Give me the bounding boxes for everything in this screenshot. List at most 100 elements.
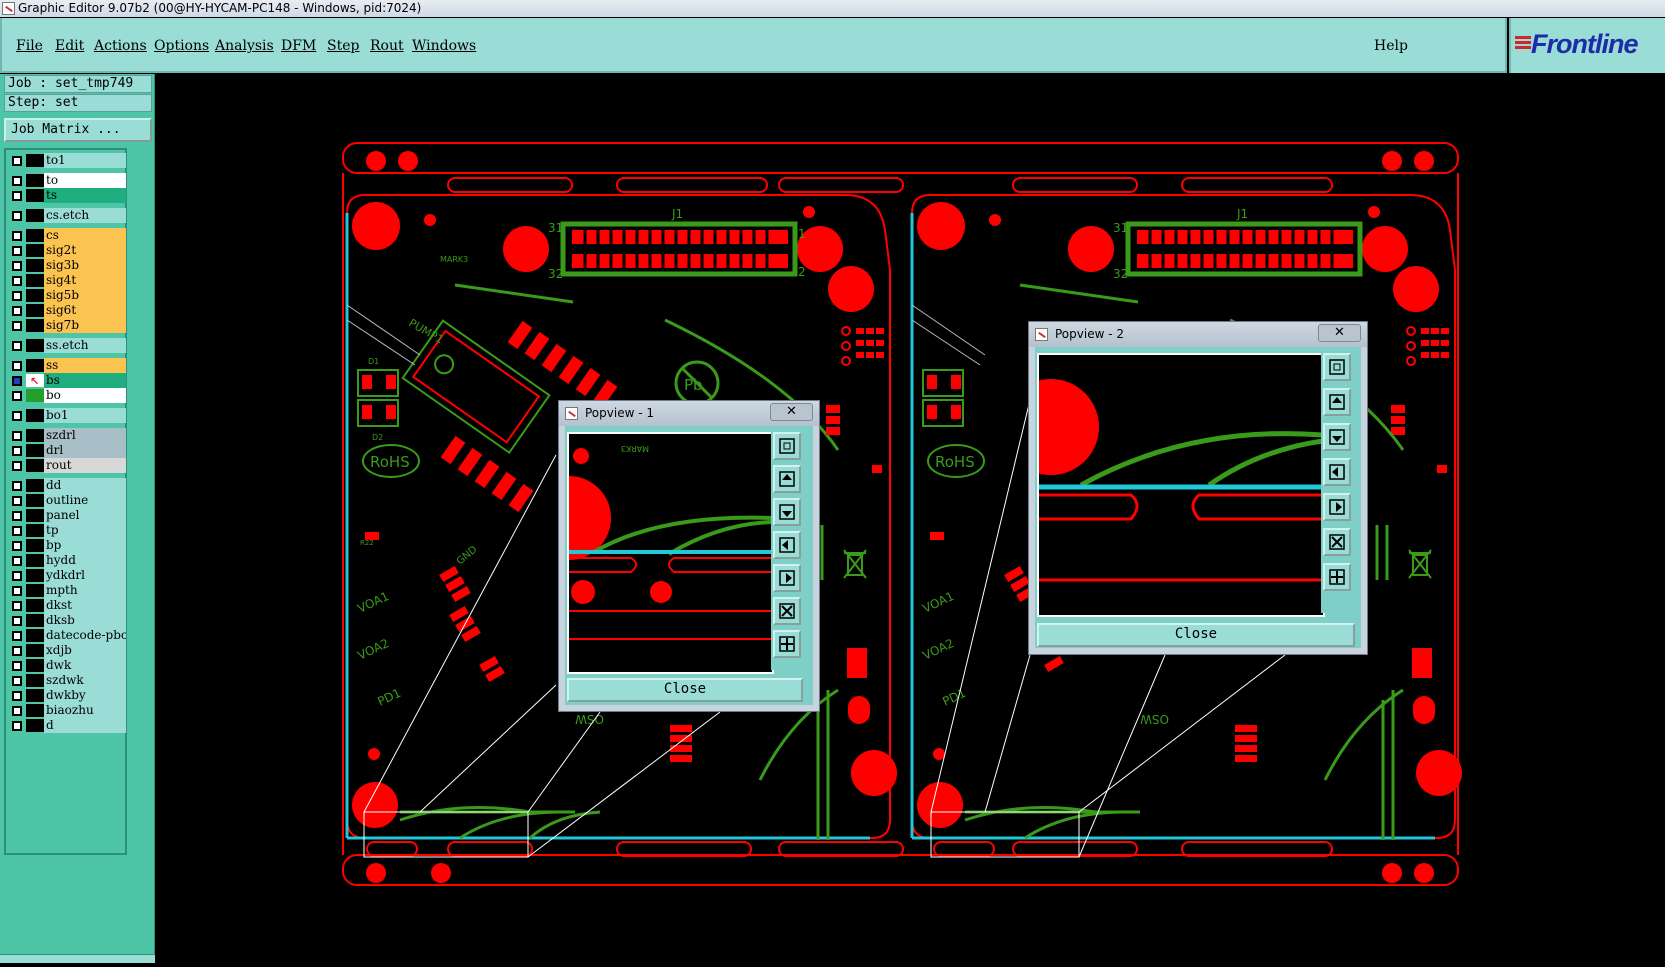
menu-help[interactable]: Help — [1374, 38, 1408, 54]
menu-options[interactable]: Options — [154, 38, 209, 54]
layer-row-xdjb[interactable]: xdjb — [8, 643, 126, 658]
layer-checkbox[interactable] — [12, 706, 22, 716]
layer-row-d[interactable]: d — [8, 718, 126, 733]
layer-name[interactable]: sig7b — [44, 318, 126, 333]
layer-name[interactable]: panel — [44, 508, 126, 523]
layer-name[interactable]: to1 — [44, 153, 126, 168]
layer-name[interactable]: xdjb — [44, 643, 126, 658]
layer-checkbox[interactable] — [12, 246, 22, 256]
layer-name[interactable]: tp — [44, 523, 126, 538]
layer-checkbox[interactable] — [12, 176, 22, 186]
menu-windows[interactable]: Windows — [412, 38, 476, 54]
layer-name[interactable]: sig3b — [44, 258, 126, 273]
layer-row-dd[interactable]: dd — [8, 478, 126, 493]
layer-row-tp[interactable]: tp — [8, 523, 126, 538]
layer-row-dwk[interactable]: dwk — [8, 658, 126, 673]
layer-checkbox[interactable] — [12, 376, 22, 386]
layer-checkbox[interactable] — [12, 211, 22, 221]
menu-step[interactable]: Step — [327, 38, 359, 54]
zoom-fit-icon[interactable] — [773, 597, 801, 625]
layer-row-dwkby[interactable]: dwkby — [8, 688, 126, 703]
layer-row-hydd[interactable]: hydd — [8, 553, 126, 568]
menu-rout[interactable]: Rout — [370, 38, 404, 54]
menu-edit[interactable]: Edit — [55, 38, 84, 54]
layer-checkbox[interactable] — [12, 446, 22, 456]
layer-row-to1[interactable]: to1 — [8, 153, 126, 168]
layer-name[interactable]: biaozhu — [44, 703, 126, 718]
layer-name[interactable]: ydkdrl — [44, 568, 126, 583]
layer-row-sig5b[interactable]: sig5b — [8, 288, 126, 303]
layer-row-sig6t[interactable]: sig6t — [8, 303, 126, 318]
layer-checkbox[interactable] — [12, 691, 22, 701]
layer-checkbox[interactable] — [12, 511, 22, 521]
layer-checkbox[interactable] — [12, 306, 22, 316]
pan-right-icon[interactable] — [773, 564, 801, 592]
layer-name[interactable]: hydd — [44, 553, 126, 568]
layer-name[interactable]: ts — [44, 188, 126, 203]
layer-row-sig4t[interactable]: sig4t — [8, 273, 126, 288]
layer-name[interactable]: ss — [44, 358, 126, 373]
layer-row-rout[interactable]: rout — [8, 458, 126, 473]
layer-name[interactable]: d — [44, 718, 126, 733]
layer-name[interactable]: sig2t — [44, 243, 126, 258]
layer-row-ss.etch[interactable]: ss.etch — [8, 338, 126, 353]
layer-row-sig3b[interactable]: sig3b — [8, 258, 126, 273]
layer-row-cs[interactable]: cs — [8, 228, 126, 243]
popview-1-titlebar[interactable]: Popview - 1 ✕ — [559, 401, 819, 426]
pcb-view[interactable]: J1 31 32 1 2 MARK3 — [156, 74, 1665, 963]
layer-name[interactable]: to — [44, 173, 126, 188]
popview-1-close-button[interactable]: Close — [567, 678, 803, 702]
pan-down-icon[interactable] — [1323, 423, 1351, 451]
menu-dfm[interactable]: DFM — [281, 38, 316, 54]
zoom-in-icon[interactable] — [1323, 353, 1351, 381]
menu-analysis[interactable]: Analysis — [215, 38, 274, 54]
layer-row-ts[interactable]: ts — [8, 188, 126, 203]
popview-2-close-button[interactable]: Close — [1037, 623, 1355, 647]
layer-checkbox[interactable] — [12, 721, 22, 731]
layer-name[interactable]: dksb — [44, 613, 126, 628]
layer-checkbox[interactable] — [12, 586, 22, 596]
layer-name[interactable]: bp — [44, 538, 126, 553]
layer-name[interactable]: bo1 — [44, 408, 126, 423]
layer-checkbox[interactable] — [12, 676, 22, 686]
layer-checkbox[interactable] — [12, 601, 22, 611]
layer-name[interactable]: drl — [44, 443, 126, 458]
layer-row-bo1[interactable]: bo1 — [8, 408, 126, 423]
popview-2-titlebar[interactable]: Popview - 2 ✕ — [1029, 322, 1367, 347]
pan-up-icon[interactable] — [1323, 388, 1351, 416]
popview-1-viewport[interactable]: MARK3 — [527, 432, 774, 674]
layer-checkbox[interactable] — [12, 556, 22, 566]
graphic-canvas[interactable]: J1 31 32 1 2 MARK3 — [156, 74, 1665, 963]
layer-checkbox[interactable] — [12, 496, 22, 506]
layer-checkbox[interactable] — [12, 341, 22, 351]
zoom-out-icon[interactable] — [1323, 563, 1351, 591]
layer-row-to[interactable]: to — [8, 173, 126, 188]
layer-name[interactable]: rout — [44, 458, 126, 473]
pan-up-icon[interactable] — [773, 465, 801, 493]
layer-row-szdwk[interactable]: szdwk — [8, 673, 126, 688]
layer-name[interactable]: datecode-pbc — [44, 628, 126, 643]
layer-name[interactable]: szdwk — [44, 673, 126, 688]
layer-checkbox[interactable] — [12, 631, 22, 641]
layer-checkbox[interactable] — [12, 191, 22, 201]
layer-name[interactable]: sig4t — [44, 273, 126, 288]
layer-checkbox[interactable] — [12, 411, 22, 421]
job-matrix-button[interactable]: Job Matrix ... — [4, 118, 152, 142]
layer-checkbox[interactable] — [12, 526, 22, 536]
pan-left-icon[interactable] — [773, 531, 801, 559]
pan-left-icon[interactable] — [1323, 458, 1351, 486]
layer-row-outline[interactable]: outline — [8, 493, 126, 508]
layer-checkbox[interactable] — [12, 646, 22, 656]
layer-checkbox[interactable] — [12, 431, 22, 441]
layer-row-biaozhu[interactable]: biaozhu — [8, 703, 126, 718]
layer-checkbox[interactable] — [12, 571, 22, 581]
layer-row-bs[interactable]: ↖bs — [8, 373, 126, 388]
menu-actions[interactable]: Actions — [94, 38, 147, 54]
layer-checkbox[interactable] — [12, 616, 22, 626]
layer-checkbox[interactable] — [12, 481, 22, 491]
layer-name[interactable]: bs — [44, 373, 126, 388]
layer-row-sig7b[interactable]: sig7b — [8, 318, 126, 333]
layer-name[interactable]: bo — [44, 388, 126, 403]
layer-row-drl[interactable]: drl — [8, 443, 126, 458]
layer-row-dksb[interactable]: dksb — [8, 613, 126, 628]
